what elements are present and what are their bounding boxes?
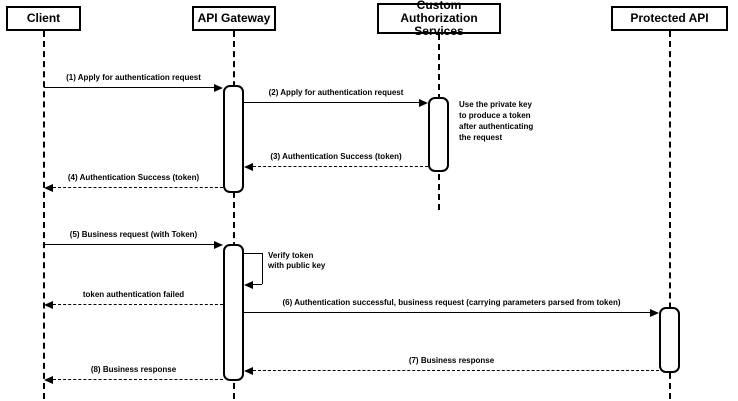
arrowhead	[244, 163, 253, 171]
message-2-label: (2) Apply for authentication request	[268, 88, 404, 97]
message-3-label: (3) Authentication Success (token)	[270, 152, 402, 161]
message-1-line	[44, 87, 214, 88]
arrowhead	[419, 99, 428, 107]
arrowhead	[244, 281, 253, 289]
message-7-line	[253, 370, 659, 371]
self-message-label: Verify token with public key	[268, 251, 326, 270]
message-6-line	[244, 312, 650, 313]
lifeline-api-gateway	[233, 31, 235, 399]
note-private-key: Use the private key to produce a token a…	[459, 100, 534, 142]
actor-client: Client	[6, 6, 81, 31]
message-token-failed-label: token authentication failed	[82, 290, 185, 299]
arrowhead	[214, 241, 223, 249]
self-message-line-bottom	[253, 284, 262, 285]
arrowhead	[44, 376, 53, 384]
message-3-line	[253, 166, 428, 167]
message-8-label: (8) Business response	[90, 365, 177, 374]
message-7-label: (7) Business response	[408, 356, 495, 365]
activation-custom-authorization-services	[428, 97, 449, 172]
message-token-failed-line	[53, 304, 223, 305]
actor-custom-authorization-services: Custom Authorization Services	[377, 0, 501, 38]
arrowhead	[44, 301, 53, 309]
arrowhead	[44, 184, 53, 192]
message-1-label: (1) Apply for authentication request	[66, 73, 201, 82]
arrowhead	[214, 84, 223, 92]
message-8-line	[53, 379, 223, 380]
message-2-line	[244, 102, 419, 103]
lifeline-client	[43, 31, 45, 399]
message-5-label: (5) Business request (with Token)	[69, 230, 198, 239]
self-message-line-side	[262, 253, 263, 284]
arrowhead	[244, 367, 253, 375]
arrowhead	[650, 309, 659, 317]
message-4-line	[53, 187, 223, 188]
activation-api-gateway-business	[223, 244, 244, 381]
activation-protected-api	[659, 307, 680, 373]
message-4-label: (4) Authentication Success (token)	[67, 173, 200, 182]
self-message-line-top	[244, 253, 262, 254]
lifeline-protected-api	[669, 31, 671, 399]
message-5-line	[44, 244, 214, 245]
actor-protected-api: Protected API	[611, 6, 728, 31]
activation-api-gateway-auth	[223, 85, 244, 193]
actor-api-gateway: API Gateway	[192, 6, 276, 31]
message-6-label: (6) Authentication successful, business …	[282, 298, 621, 307]
